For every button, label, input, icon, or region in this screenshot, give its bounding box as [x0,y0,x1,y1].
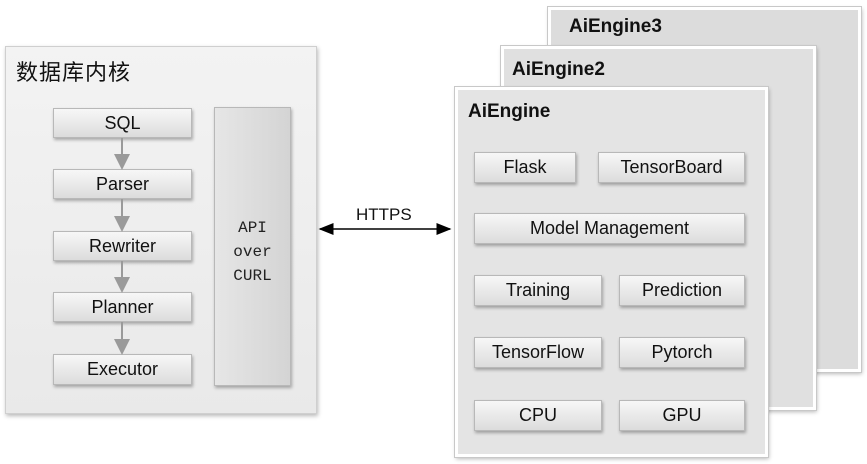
pipeline-parser-label: Parser [95,173,149,194]
pipeline-rewriter-label: Rewriter [88,235,156,256]
engine2-title: AiEngine2 [512,59,605,80]
kernel-title: 数据库内核 [16,61,132,86]
pytorch-box: Pytorch [619,337,745,368]
tensorboard-box: TensorBoard [598,152,745,183]
gpu-label: GPU [662,405,702,425]
model-management-label: Model Management [529,218,690,238]
cpu-box: CPU [474,400,602,431]
api-over-curl-box: API over CURL [214,107,291,386]
kernel-panel: 数据库内核 SQL Parser Rewriter Planner Execut… [5,46,317,414]
pipeline-executor-label: Executor [86,359,159,379]
tensorflow-label: TensorFlow [491,342,585,362]
pipeline-rewriter-box: Rewriter [53,231,192,261]
prediction-box: Prediction [619,275,745,306]
pytorch-label: Pytorch [651,342,713,362]
engine-panel: AiEngine Flask TensorBoard Model Managem… [454,86,769,458]
prediction-label: Prediction [641,280,723,300]
training-label: Training [505,280,571,300]
https-label: HTTPS [356,205,412,224]
training-box: Training [474,275,602,306]
pipeline-sql-label: SQL [104,112,141,133]
api-over-curl-text: API over CURL [215,216,290,288]
engine3-title: AiEngine3 [569,16,662,37]
engine-title: AiEngine [468,101,551,122]
flask-label: Flask [503,157,547,177]
gpu-box: GPU [619,400,745,431]
api-line-1: API [238,219,267,237]
model-management-box: Model Management [474,213,745,244]
api-line-2: over [233,243,272,261]
api-line-3: CURL [233,267,272,285]
pipeline-planner-box: Planner [53,292,192,322]
tensorflow-box: TensorFlow [474,337,602,368]
flask-box: Flask [474,152,576,183]
pipeline-planner-label: Planner [91,296,154,317]
pipeline-executor-box: Executor [53,354,192,385]
pipeline-sql-box: SQL [53,108,192,138]
tensorboard-label: TensorBoard [620,157,723,177]
cpu-label: CPU [518,405,557,425]
